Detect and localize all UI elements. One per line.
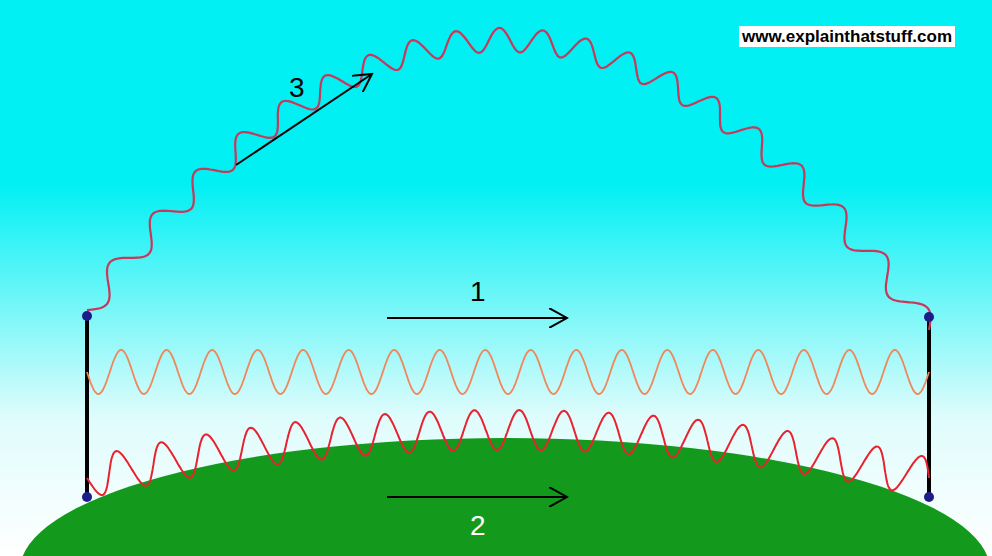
callout-number: 1 <box>470 278 486 306</box>
radio-wave <box>87 350 929 394</box>
mast-dot <box>82 311 92 321</box>
direction-arrow <box>387 317 567 319</box>
callout-number: 2 <box>470 512 486 540</box>
mast-dot <box>82 492 92 502</box>
antenna-mast <box>85 316 89 497</box>
ground <box>20 438 990 556</box>
direction-arrow <box>387 496 567 498</box>
callout-number: 3 <box>289 74 305 102</box>
watermark-url: www.explainthatstuff.com <box>739 26 955 47</box>
radio-wave <box>87 410 929 495</box>
radio-wave <box>87 28 931 330</box>
direction-arrow <box>236 74 372 165</box>
mast-dot <box>924 312 934 322</box>
mast-dot <box>924 492 934 502</box>
